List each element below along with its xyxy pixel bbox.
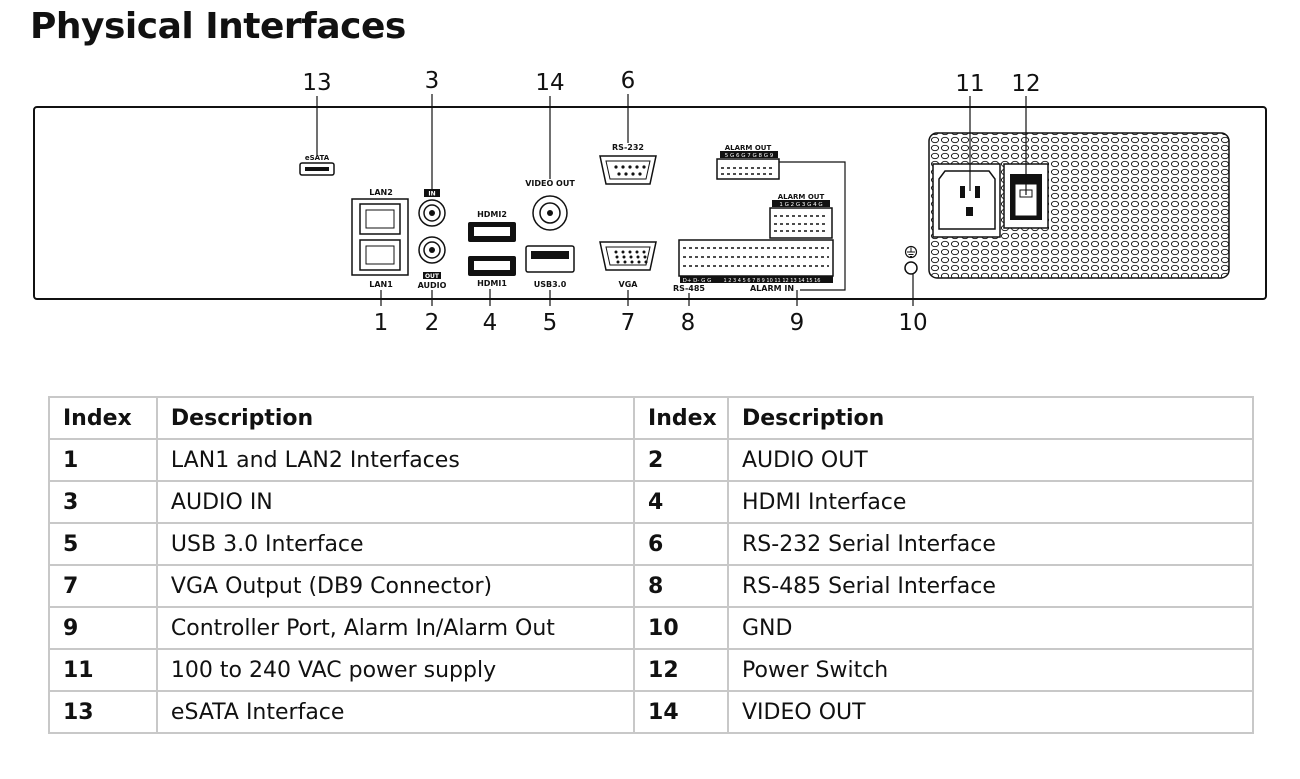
description-cell: AUDIO IN bbox=[155, 480, 636, 524]
table-row: 7 VGA Output (DB9 Connector) 8 RS-485 Se… bbox=[48, 564, 1254, 608]
header-index: Index bbox=[48, 396, 158, 440]
callout-13: 13 bbox=[302, 70, 331, 96]
alarm-out-nums-1: 5 G 6 G 7 G 8 G 9 bbox=[725, 153, 774, 159]
description-cell: eSATA Interface bbox=[155, 690, 636, 734]
callout-1: 1 bbox=[374, 310, 389, 336]
description-cell: LAN1 and LAN2 Interfaces bbox=[155, 438, 636, 482]
index-cell: 2 bbox=[633, 438, 729, 482]
video-out-label: VIDEO OUT bbox=[525, 179, 575, 188]
hdmi-ports: HDMI2 HDMI1 bbox=[468, 210, 516, 288]
description-cell: 100 to 240 VAC power supply bbox=[155, 648, 636, 692]
alarm-out-label-1: ALARM OUT bbox=[725, 144, 772, 152]
usb-label: USB3.0 bbox=[534, 280, 567, 289]
index-cell: 1 bbox=[48, 438, 158, 482]
callout-5: 5 bbox=[543, 310, 558, 336]
description-cell: VGA Output (DB9 Connector) bbox=[155, 564, 636, 608]
index-cell: 11 bbox=[48, 648, 158, 692]
lan2-label: LAN2 bbox=[369, 188, 393, 197]
audio-in-label: IN bbox=[428, 191, 435, 198]
table-header-row: Index Description Index Description bbox=[48, 396, 1254, 440]
callout-2: 2 bbox=[425, 310, 440, 336]
description-cell: RS-485 Serial Interface bbox=[727, 564, 1254, 608]
audio-out-label: OUT bbox=[425, 273, 440, 280]
header-description: Description bbox=[155, 396, 636, 440]
index-cell: 13 bbox=[48, 690, 158, 734]
usb-port: USB3.0 bbox=[525, 245, 575, 289]
audio-label: AUDIO bbox=[418, 281, 447, 290]
table-row: 9 Controller Port, Alarm In/Alarm Out 10… bbox=[48, 606, 1254, 650]
power-section bbox=[928, 132, 1230, 279]
index-cell: 8 bbox=[633, 564, 729, 608]
callout-7: 7 bbox=[621, 310, 636, 336]
index-cell: 3 bbox=[48, 480, 158, 524]
description-cell: Controller Port, Alarm In/Alarm Out bbox=[155, 606, 636, 650]
rs485-pins: D+ D- G G bbox=[683, 278, 712, 284]
callout-11: 11 bbox=[955, 71, 984, 97]
description-cell: Power Switch bbox=[727, 648, 1254, 692]
alarm-in-terminal-strip: D+ D- G G 1 2 3 4 5 6 7 8 9 10 11 12 13 … bbox=[673, 239, 834, 293]
callout-3: 3 bbox=[425, 68, 440, 94]
vga-port: VGA bbox=[599, 241, 657, 289]
header-index: Index bbox=[633, 396, 729, 440]
description-cell: VIDEO OUT bbox=[727, 690, 1254, 734]
callout-8: 8 bbox=[681, 310, 696, 336]
description-cell: RS-232 Serial Interface bbox=[727, 522, 1254, 566]
index-cell: 14 bbox=[633, 690, 729, 734]
vga-label: VGA bbox=[619, 280, 639, 289]
description-cell: GND bbox=[727, 606, 1254, 650]
interface-table: Index Description Index Description 1 LA… bbox=[48, 396, 1254, 734]
table-row: 13 eSATA Interface 14 VIDEO OUT bbox=[48, 690, 1254, 734]
hdmi1-label: HDMI1 bbox=[477, 279, 507, 288]
description-cell: AUDIO OUT bbox=[727, 438, 1254, 482]
rear-panel-diagram: eSATA LAN2 LAN1 IN OUT AUDIO bbox=[0, 60, 1300, 350]
audio-ports: IN OUT AUDIO bbox=[418, 189, 447, 290]
description-cell: HDMI Interface bbox=[727, 480, 1254, 524]
rs232-port: RS-232 bbox=[599, 143, 657, 185]
alarm-in-nums: 1 2 3 4 5 6 7 8 9 10 11 12 13 14 15 16 bbox=[723, 278, 820, 284]
header-description: Description bbox=[727, 396, 1254, 440]
gnd-terminal bbox=[904, 245, 918, 275]
index-cell: 5 bbox=[48, 522, 158, 566]
leader-lines bbox=[316, 94, 1027, 306]
rear-panel-svg: eSATA LAN2 LAN1 IN OUT AUDIO bbox=[33, 68, 1267, 336]
alarm-out-block-top: ALARM OUT 5 G 6 G 7 G 8 G 9 bbox=[716, 144, 846, 291]
callout-9: 9 bbox=[790, 310, 805, 336]
table-row: 3 AUDIO IN 4 HDMI Interface bbox=[48, 480, 1254, 524]
index-cell: 4 bbox=[633, 480, 729, 524]
callout-10: 10 bbox=[898, 310, 927, 336]
page-title: Physical Interfaces bbox=[30, 6, 406, 47]
callout-4: 4 bbox=[483, 310, 498, 336]
alarm-out-nums-2: 1 G 2 G 3 G 4 G bbox=[779, 202, 822, 208]
table-row: 11 100 to 240 VAC power supply 12 Power … bbox=[48, 648, 1254, 692]
rs232-label: RS-232 bbox=[612, 143, 644, 152]
esata-label: eSATA bbox=[305, 154, 330, 162]
table-row: 1 LAN1 and LAN2 Interfaces 2 AUDIO OUT bbox=[48, 438, 1254, 482]
index-cell: 10 bbox=[633, 606, 729, 650]
alarm-out-block-bottom: ALARM OUT 1 G 2 G 3 G 4 G bbox=[769, 193, 833, 239]
rs485-label: RS-485 bbox=[673, 284, 705, 293]
hdmi2-label: HDMI2 bbox=[477, 210, 507, 219]
esata-port: eSATA bbox=[299, 154, 335, 176]
index-cell: 12 bbox=[633, 648, 729, 692]
index-cell: 7 bbox=[48, 564, 158, 608]
lan-ports: LAN2 LAN1 bbox=[351, 188, 409, 289]
index-cell: 9 bbox=[48, 606, 158, 650]
description-cell: USB 3.0 Interface bbox=[155, 522, 636, 566]
index-cell: 6 bbox=[633, 522, 729, 566]
table-row: 5 USB 3.0 Interface 6 RS-232 Serial Inte… bbox=[48, 522, 1254, 566]
lan1-label: LAN1 bbox=[369, 280, 393, 289]
callout-6: 6 bbox=[621, 68, 636, 94]
callout-12: 12 bbox=[1011, 71, 1040, 97]
alarm-out-label-2: ALARM OUT bbox=[778, 193, 825, 201]
video-out-port: VIDEO OUT bbox=[525, 179, 575, 231]
callout-14: 14 bbox=[535, 70, 564, 96]
alarm-in-label: ALARM IN bbox=[750, 284, 794, 293]
